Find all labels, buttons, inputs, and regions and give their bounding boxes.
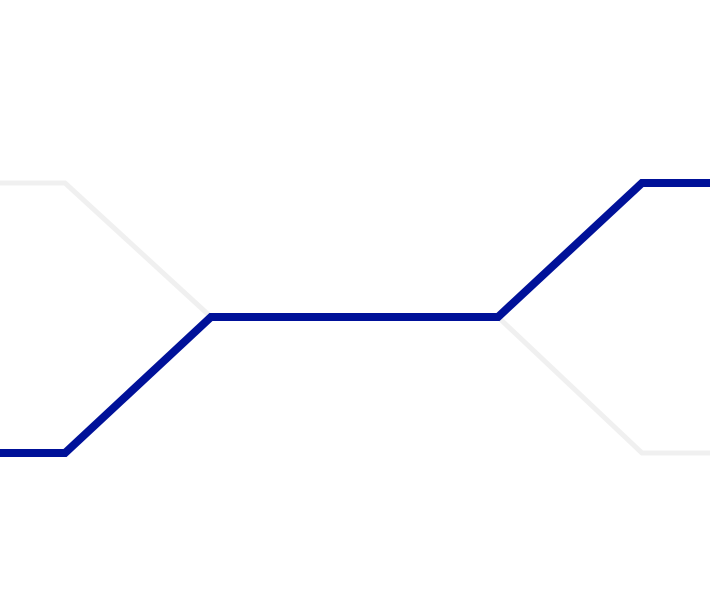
inactive-route-lower-right xyxy=(496,315,710,456)
active-route xyxy=(0,179,710,457)
inactive-route-upper-left xyxy=(0,180,213,319)
